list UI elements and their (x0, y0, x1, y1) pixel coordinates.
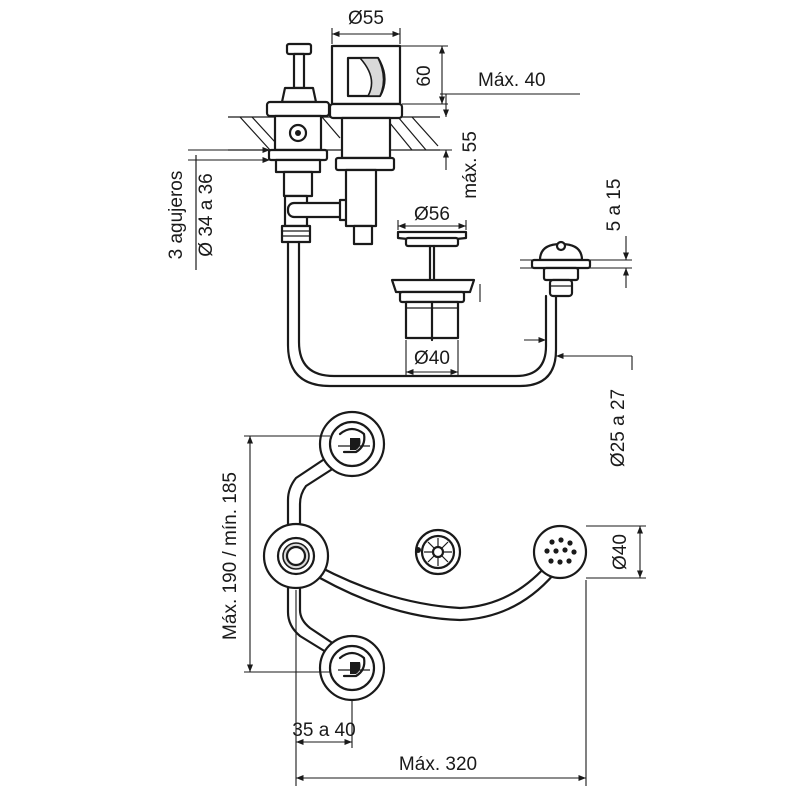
label-max190: Máx. 190 / mín. 185 (220, 472, 241, 640)
dim-max40-max55: Máx. 40 máx. 55 (394, 70, 580, 199)
dim-5a15: 5 a 15 (520, 179, 632, 288)
dim-d40-drain: Ø40 (405, 284, 481, 376)
plan-drain (414, 528, 462, 576)
drain-assembly (390, 230, 476, 342)
dim-h60: 60 (400, 45, 448, 105)
plan-hoses (286, 456, 556, 654)
label-max40: Máx. 40 (478, 70, 546, 91)
label-d55: Ø55 (348, 8, 384, 29)
label-d25a27: Ø25 a 27 (608, 389, 629, 467)
label-holes-line1: 3 agujeros (166, 171, 187, 260)
spout-body (328, 44, 404, 246)
side-view: Ø55 60 Máx. 40 máx. 55 3 agujeros Ø 34 a… (166, 8, 633, 467)
plan-valve-top (318, 410, 386, 478)
shower-head (530, 240, 592, 298)
dim-d55: Ø55 (331, 8, 401, 44)
label-5a15: 5 a 15 (604, 179, 625, 232)
label-max320: Máx. 320 (399, 754, 477, 775)
plan-spout (262, 522, 330, 590)
label-d40-drain: Ø40 (414, 348, 450, 369)
dim-d56: Ø56 (397, 204, 467, 230)
dim-d25a27: Ø25 a 27 (524, 336, 633, 467)
label-holes-line2: Ø 34 a 36 (196, 173, 217, 256)
dim-max190: Máx. 190 / mín. 185 (220, 435, 330, 673)
dim-35a40: 35 a 40 (292, 590, 356, 786)
countertop-section (228, 116, 440, 151)
plan-shower-head (532, 524, 588, 580)
top-view: Máx. 190 / mín. 185 Ø40 35 a 40 Máx. 320 (220, 410, 646, 786)
hose (286, 240, 558, 388)
label-35a40: 35 a 40 (292, 720, 355, 741)
dim-d40-head: Ø40 (586, 525, 646, 579)
label-d40-head: Ø40 (610, 534, 631, 570)
label-h60: 60 (414, 65, 435, 86)
label-max55: máx. 55 (460, 131, 481, 199)
label-d56: Ø56 (414, 204, 450, 225)
plan-valve-bottom (318, 634, 386, 702)
dim-max320: Máx. 320 (296, 580, 587, 786)
dim-holes: 3 agujeros Ø 34 a 36 (166, 146, 270, 270)
